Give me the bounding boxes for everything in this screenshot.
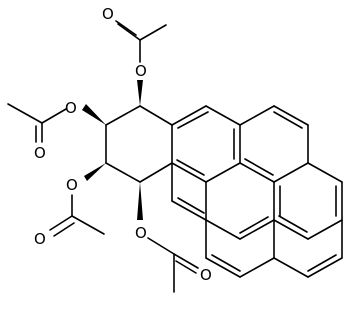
acetate-group-lower-left: O O [34,163,106,248]
acetate-group-top: O O [102,5,167,106]
aromatic-ring-system [171,105,343,278]
stereo-wedge-bond [82,104,106,125]
stereo-wedge-bond [137,182,143,220]
acetate-group-upper-left: O O [7,99,106,162]
oxygen-atom: O [34,230,46,248]
oxygen-atom: O [66,176,78,194]
oxygen-atom: O [135,224,147,242]
tetrahydro-ring [105,105,173,183]
oxygen-atom: O [135,62,147,80]
oxygen-atom: O [102,5,114,23]
stereo-hash-bond [84,163,106,181]
oxygen-atom: O [34,144,46,162]
acetate-group-bottom: O O [135,182,212,293]
oxygen-atom: O [200,266,212,284]
stereo-hash-bond [137,80,143,106]
oxygen-atom: O [65,99,77,117]
